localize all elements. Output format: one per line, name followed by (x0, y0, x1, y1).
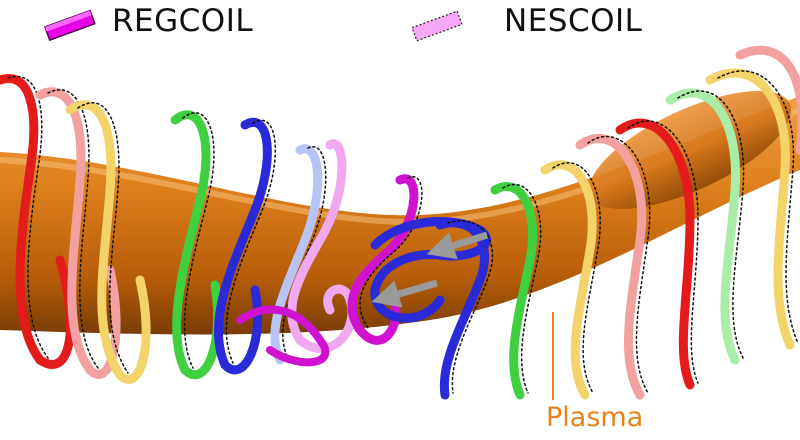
nescoil-legend-label: NESCOIL (504, 3, 643, 39)
coil-green-left (170, 110, 223, 380)
arrows (371, 231, 489, 308)
coil-blue-left (213, 118, 277, 375)
nescoil-legend-swatch (411, 10, 463, 42)
coil-set (0, 45, 800, 400)
coil-red-right (615, 118, 699, 390)
legend (43, 9, 463, 42)
coil-pink-right (575, 134, 651, 400)
regcoil-legend-label: REGCOIL (112, 3, 254, 39)
arrow-icon (371, 279, 438, 308)
coil-lightblue-left (270, 144, 327, 365)
coil-lightgreen-right (665, 88, 745, 365)
regcoil-legend-swatch (43, 9, 96, 42)
coil-magenta-center (236, 139, 423, 367)
coil-red-left (0, 74, 75, 369)
coil-yellow-left (65, 100, 151, 384)
coil-pink-far-right (735, 45, 800, 155)
coil-yellow-right (540, 160, 601, 400)
arrow-icon (426, 231, 489, 260)
coil-yellow-far-right (705, 68, 799, 350)
coil-green-right (490, 182, 542, 400)
plasma-label: Plasma (546, 402, 644, 433)
